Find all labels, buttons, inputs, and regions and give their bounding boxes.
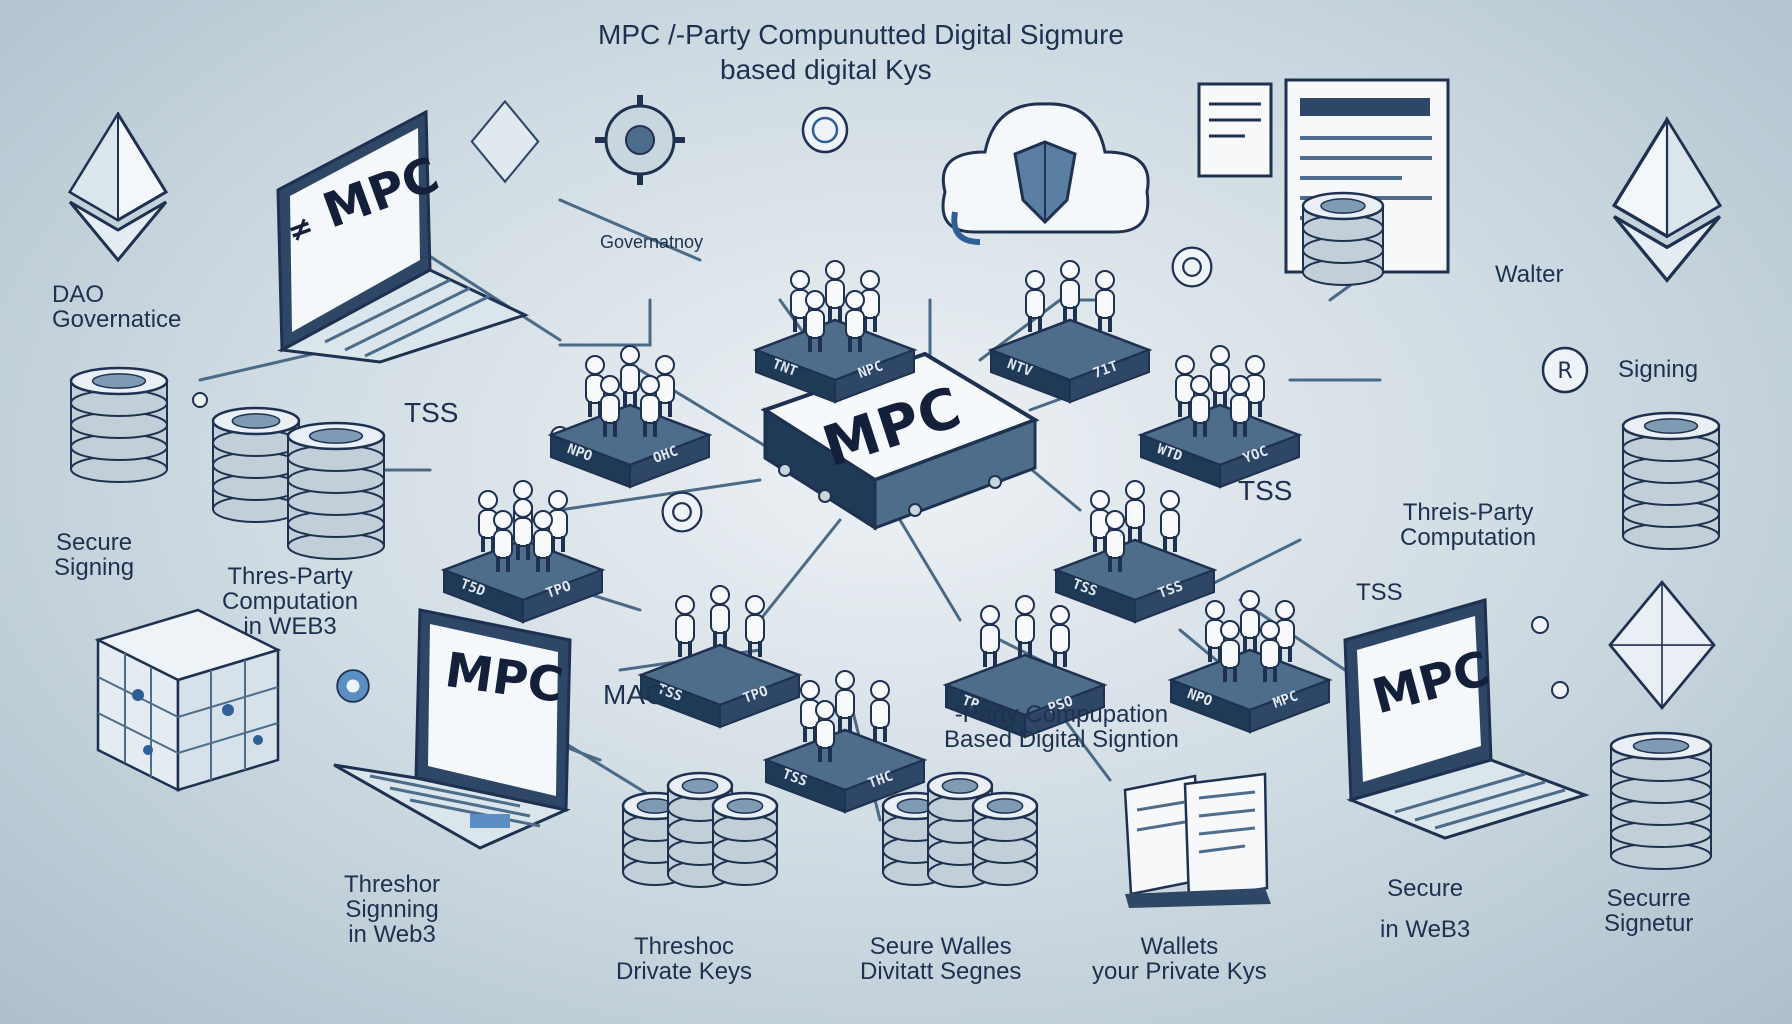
person-icon [835,670,855,732]
coin-stack-icon [211,406,301,523]
person-icon [980,605,1000,667]
person-icon [825,260,845,322]
waller-label: Walter [1495,261,1564,288]
participant-plate-p7 [1052,480,1218,624]
laptop-icon [276,110,530,364]
coin-stack-icon [1301,191,1385,286]
person-icon [1210,345,1230,407]
key-badge-icon [1171,246,1213,288]
person-icon [478,490,498,552]
participant-plate-p5 [440,480,606,624]
coin-stack-icon [1621,411,1721,550]
tss-label-right: TSS [1238,475,1293,506]
participant-plate-p9 [942,595,1108,739]
person-icon [745,595,765,657]
person-icon [1230,375,1250,437]
coin-stack-icon [69,366,169,483]
cloud-shield-icon [941,102,1150,245]
person-icon [1060,260,1080,322]
tss-label-right-low: TSS [1356,579,1403,606]
person-icon [585,355,605,417]
mac-label: MAC [603,679,666,710]
participant-plate-p3 [987,260,1153,404]
laptop-icon [1343,598,1590,840]
person-icon [640,375,660,437]
key-badge-icon [801,106,849,154]
person-icon [620,345,640,407]
ethereum-diamond-icon [470,100,540,184]
title-line-1: MPC /-Party Compunutted Digital Sigmure [598,19,1124,50]
person-icon [1050,605,1070,667]
participant-plate-p2 [752,260,918,404]
person-icon [1240,590,1260,652]
person-icon [1160,490,1180,552]
coin-stack-icon [1609,731,1713,870]
person-icon [533,510,553,572]
ethereum-diamond-icon [1608,580,1716,710]
person-icon [805,290,825,352]
document-icon [1197,82,1273,178]
key-badge-icon: R [1541,346,1589,394]
key-badge-icon [336,669,370,703]
person-icon [1260,620,1280,682]
participant-plate-p1 [547,345,713,489]
person-icon [600,375,620,437]
person-icon [1025,270,1045,332]
ethereum-diamond-icon [68,112,168,262]
person-icon [845,290,865,352]
person-icon [1105,510,1125,572]
person-icon [1095,270,1115,332]
person-icon [1220,620,1240,682]
governance-top-label: Governatnoy [600,232,704,252]
person-icon [513,498,533,560]
participant-plate-p8 [762,670,928,814]
signing-label-right: Signing [1618,356,1699,383]
coin-stack-icon [971,791,1039,886]
tss-label-left: TSS [404,397,459,428]
person-icon [710,585,730,647]
person-icon [1125,480,1145,542]
person-icon [815,700,835,762]
person-icon [655,355,675,417]
person-icon [1015,595,1035,657]
person-icon [870,680,890,742]
gear-icon [595,95,685,185]
key-badge-icon [661,491,703,533]
ethereum-diamond-icon [1612,115,1722,283]
person-icon [1190,375,1210,437]
person-icon [675,595,695,657]
svg-text:R: R [1557,359,1572,384]
cube-icon [94,608,282,793]
person-icon [493,510,513,572]
laptop-icon [333,608,572,850]
participant-plate-p10 [1167,590,1333,734]
title-line-2: based digital Kys [720,54,932,85]
coin-stack-icon [286,421,386,560]
participant-plate-p6 [637,585,803,729]
coin-stack-icon [711,791,779,886]
participant-plate-p4 [1137,345,1303,489]
document-icon [1123,772,1271,908]
